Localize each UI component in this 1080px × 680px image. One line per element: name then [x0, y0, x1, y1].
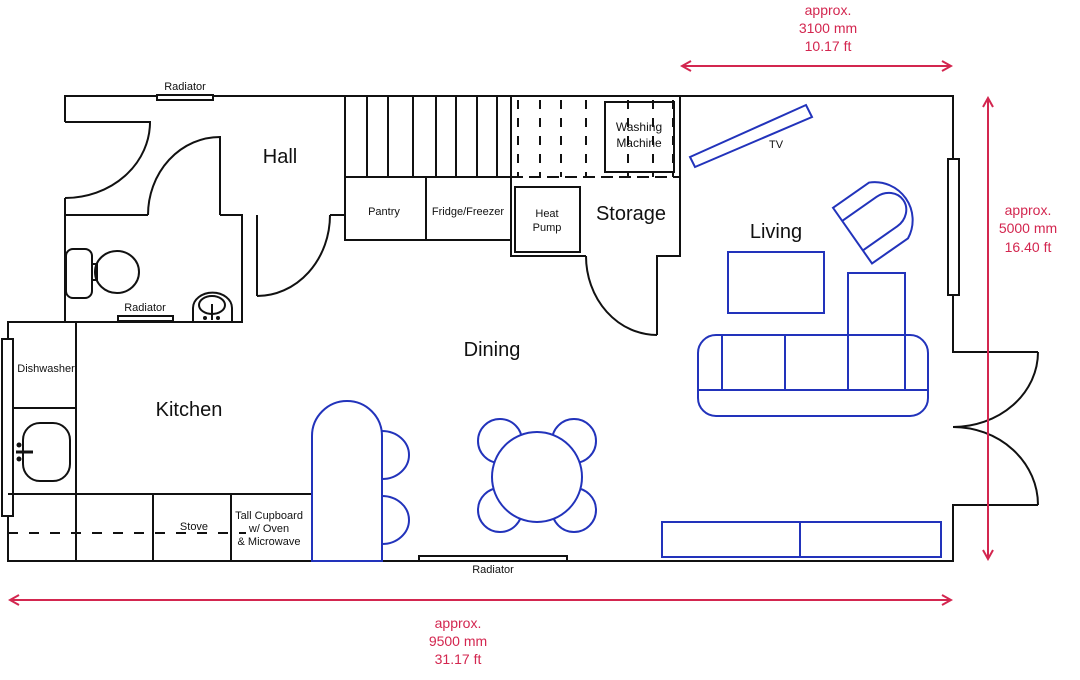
room-label-dining: Dining: [464, 339, 521, 361]
room-label-storage: Storage: [596, 203, 666, 225]
kitchen-sink: [16, 422, 71, 482]
washing-machine-label-1: Washing: [616, 120, 662, 134]
stairs: [366, 96, 498, 177]
radiator-top-label: Radiator: [164, 81, 206, 93]
heat-pump-label-1: Heat: [535, 208, 558, 220]
doors: [64, 121, 1039, 506]
dim-depth-3: 16.40 ft: [1005, 239, 1052, 255]
fridge-freezer: [425, 176, 512, 241]
dim-length-3: 31.17 ft: [435, 651, 482, 667]
door-hall: [256, 214, 331, 297]
tall-cupboard-label-3: & Microwave: [238, 536, 301, 548]
armchair: [831, 181, 914, 265]
kitchen-island: [311, 400, 383, 562]
washing-machine-label-2: Machine: [616, 136, 662, 150]
island-stool-1: [381, 430, 410, 480]
dining-set: [477, 418, 597, 533]
coffee-table: [727, 251, 825, 314]
fridge-label: Fridge/Freezer: [432, 206, 504, 218]
island-stool-2: [381, 495, 410, 545]
radiator-bottom: [418, 555, 568, 562]
heat-pump-label-2: Pump: [533, 222, 562, 234]
tv: [688, 103, 814, 169]
door-wc: [147, 135, 221, 216]
pantry-label: Pantry: [368, 206, 400, 218]
toilet: [65, 248, 140, 299]
tall-cupboard-label-2: w/ Oven: [248, 523, 289, 535]
radiator-bath: [117, 315, 174, 322]
dim-depth-1: approx.: [1005, 202, 1052, 218]
room-label-kitchen: Kitchen: [156, 399, 223, 421]
washing-machine: [604, 101, 675, 173]
door-wc-outer: [64, 121, 152, 199]
sofa: [697, 334, 929, 417]
room-label-hall: Hall: [263, 146, 297, 168]
kitchen-counters: [8, 322, 312, 561]
stove-label: Stove: [180, 521, 208, 533]
dishwasher-label: Dishwasher: [17, 363, 75, 375]
walls: [7, 95, 1038, 562]
tall-cupboard-label-1: Tall Cupboard: [235, 510, 303, 522]
dim-length-2: 9500 mm: [429, 633, 487, 649]
door-storage: [585, 255, 658, 336]
tv-label: TV: [769, 139, 784, 151]
door-garden-top: [952, 351, 1039, 428]
dim-length-1: approx.: [435, 615, 482, 631]
window-living: [947, 158, 960, 296]
window-kitchen: [1, 338, 14, 517]
dining-table: [491, 431, 583, 523]
radiator-bottom-label: Radiator: [472, 564, 514, 576]
radiator-bath-label: Radiator: [124, 302, 166, 314]
dim-depth-2: 5000 mm: [999, 220, 1057, 236]
radiator-top: [156, 94, 214, 101]
dim-width-1: approx.: [805, 2, 852, 18]
heat-pump: [514, 186, 581, 253]
dim-width-2: 3100 mm: [799, 20, 857, 36]
dim-width-3: 10.17 ft: [805, 38, 852, 54]
sofa-chaise: [847, 272, 906, 336]
room-label-living: Living: [750, 221, 802, 243]
tv-bench: [661, 521, 942, 558]
door-garden-bottom: [952, 426, 1039, 506]
bathroom-sink: [192, 291, 233, 322]
